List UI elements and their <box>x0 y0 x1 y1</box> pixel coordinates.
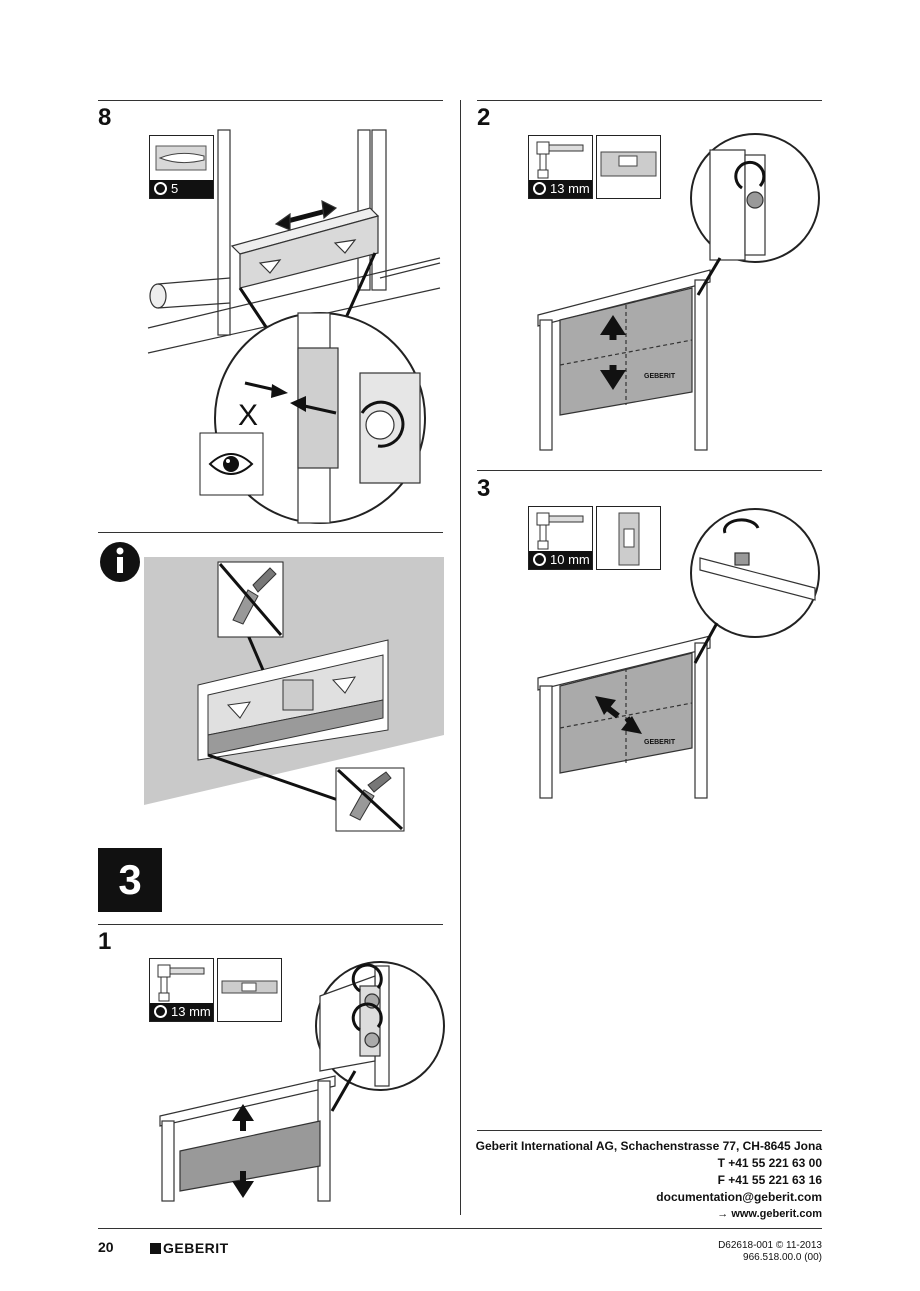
level-box-2 <box>596 135 661 199</box>
page-number: 20 <box>98 1239 114 1255</box>
illustration-step-2: GEBERIT <box>537 133 820 451</box>
eye-icon <box>208 453 254 475</box>
vertical-level-icon <box>618 512 640 566</box>
rule-above-contact <box>477 1130 822 1131</box>
footer-rule <box>98 1228 822 1229</box>
illustration-step-3: GEBERIT <box>537 508 820 799</box>
step-number-1: 1 <box>98 928 112 955</box>
hex-nut-icon <box>154 1005 167 1018</box>
tool-box-wrench-2: 13 mm <box>528 135 593 199</box>
tool-caption-8: 5 <box>171 181 179 196</box>
spirit-level-icon-2 <box>600 151 657 177</box>
illustration-step-8: X <box>147 129 441 524</box>
logo-text: GEBERIT <box>163 1240 229 1256</box>
website-link[interactable]: → www.geberit.com <box>717 1208 822 1220</box>
slot-screw-icon <box>154 182 167 195</box>
column-divider <box>460 100 461 1215</box>
hex-nut-icon-2 <box>533 182 546 195</box>
socket-wrench-icon-3 <box>536 512 584 550</box>
rule-before-step-3 <box>477 470 822 471</box>
article-number: 966.518.00.0 (00) <box>743 1252 822 1263</box>
level-box-3 <box>596 506 661 570</box>
contact-block: Geberit International AG, Schachenstrass… <box>476 1138 822 1223</box>
rule-after-step-8 <box>98 532 443 533</box>
rule-top-right <box>477 100 822 101</box>
hex-nut-icon-3 <box>533 553 546 566</box>
logo-square <box>150 1243 161 1254</box>
tool-caption-3: 10 mm <box>550 552 590 567</box>
socket-wrench-icon <box>157 964 205 1002</box>
no-spatula-icon-top <box>217 561 284 638</box>
illustration-step-1 <box>159 961 445 1202</box>
spirit-level-icon <box>221 980 278 994</box>
tool-caption-1: 13 mm <box>171 1004 211 1019</box>
doc-code: D62618-001 © 11-2013 <box>718 1240 822 1251</box>
tool-box-screwdriver: 5 <box>149 135 214 199</box>
level-box-1 <box>217 958 282 1022</box>
socket-wrench-icon-2 <box>536 141 584 179</box>
screwdriver-blade-icon <box>155 145 207 171</box>
step-number-2: 2 <box>477 104 491 131</box>
step-number-8: 8 <box>98 104 112 131</box>
geberit-logo: GEBERIT <box>150 1240 229 1256</box>
rule-top-left <box>98 100 443 101</box>
section-3-badge: 3 <box>98 848 162 912</box>
no-spatula-icon-bottom <box>335 767 405 832</box>
x-label: X <box>238 399 258 432</box>
fax-number: F +41 55 221 63 16 <box>717 1173 822 1187</box>
tool-box-wrench-3: 10 mm <box>528 506 593 570</box>
phone-number: T +41 55 221 63 00 <box>717 1156 822 1170</box>
section-number: 3 <box>118 856 142 903</box>
brand-label-2: GEBERIT <box>644 373 676 380</box>
info-illustration <box>100 542 444 832</box>
step-number-3: 3 <box>477 475 491 502</box>
company-address: Geberit International AG, Schachenstrass… <box>475 1139 822 1153</box>
tool-caption-2: 13 mm <box>550 181 590 196</box>
tool-box-wrench-1: 13 mm <box>149 958 214 1022</box>
rule-before-step-1 <box>98 924 443 925</box>
brand-label-3: GEBERIT <box>644 739 676 746</box>
email-link[interactable]: documentation@geberit.com <box>656 1190 822 1204</box>
